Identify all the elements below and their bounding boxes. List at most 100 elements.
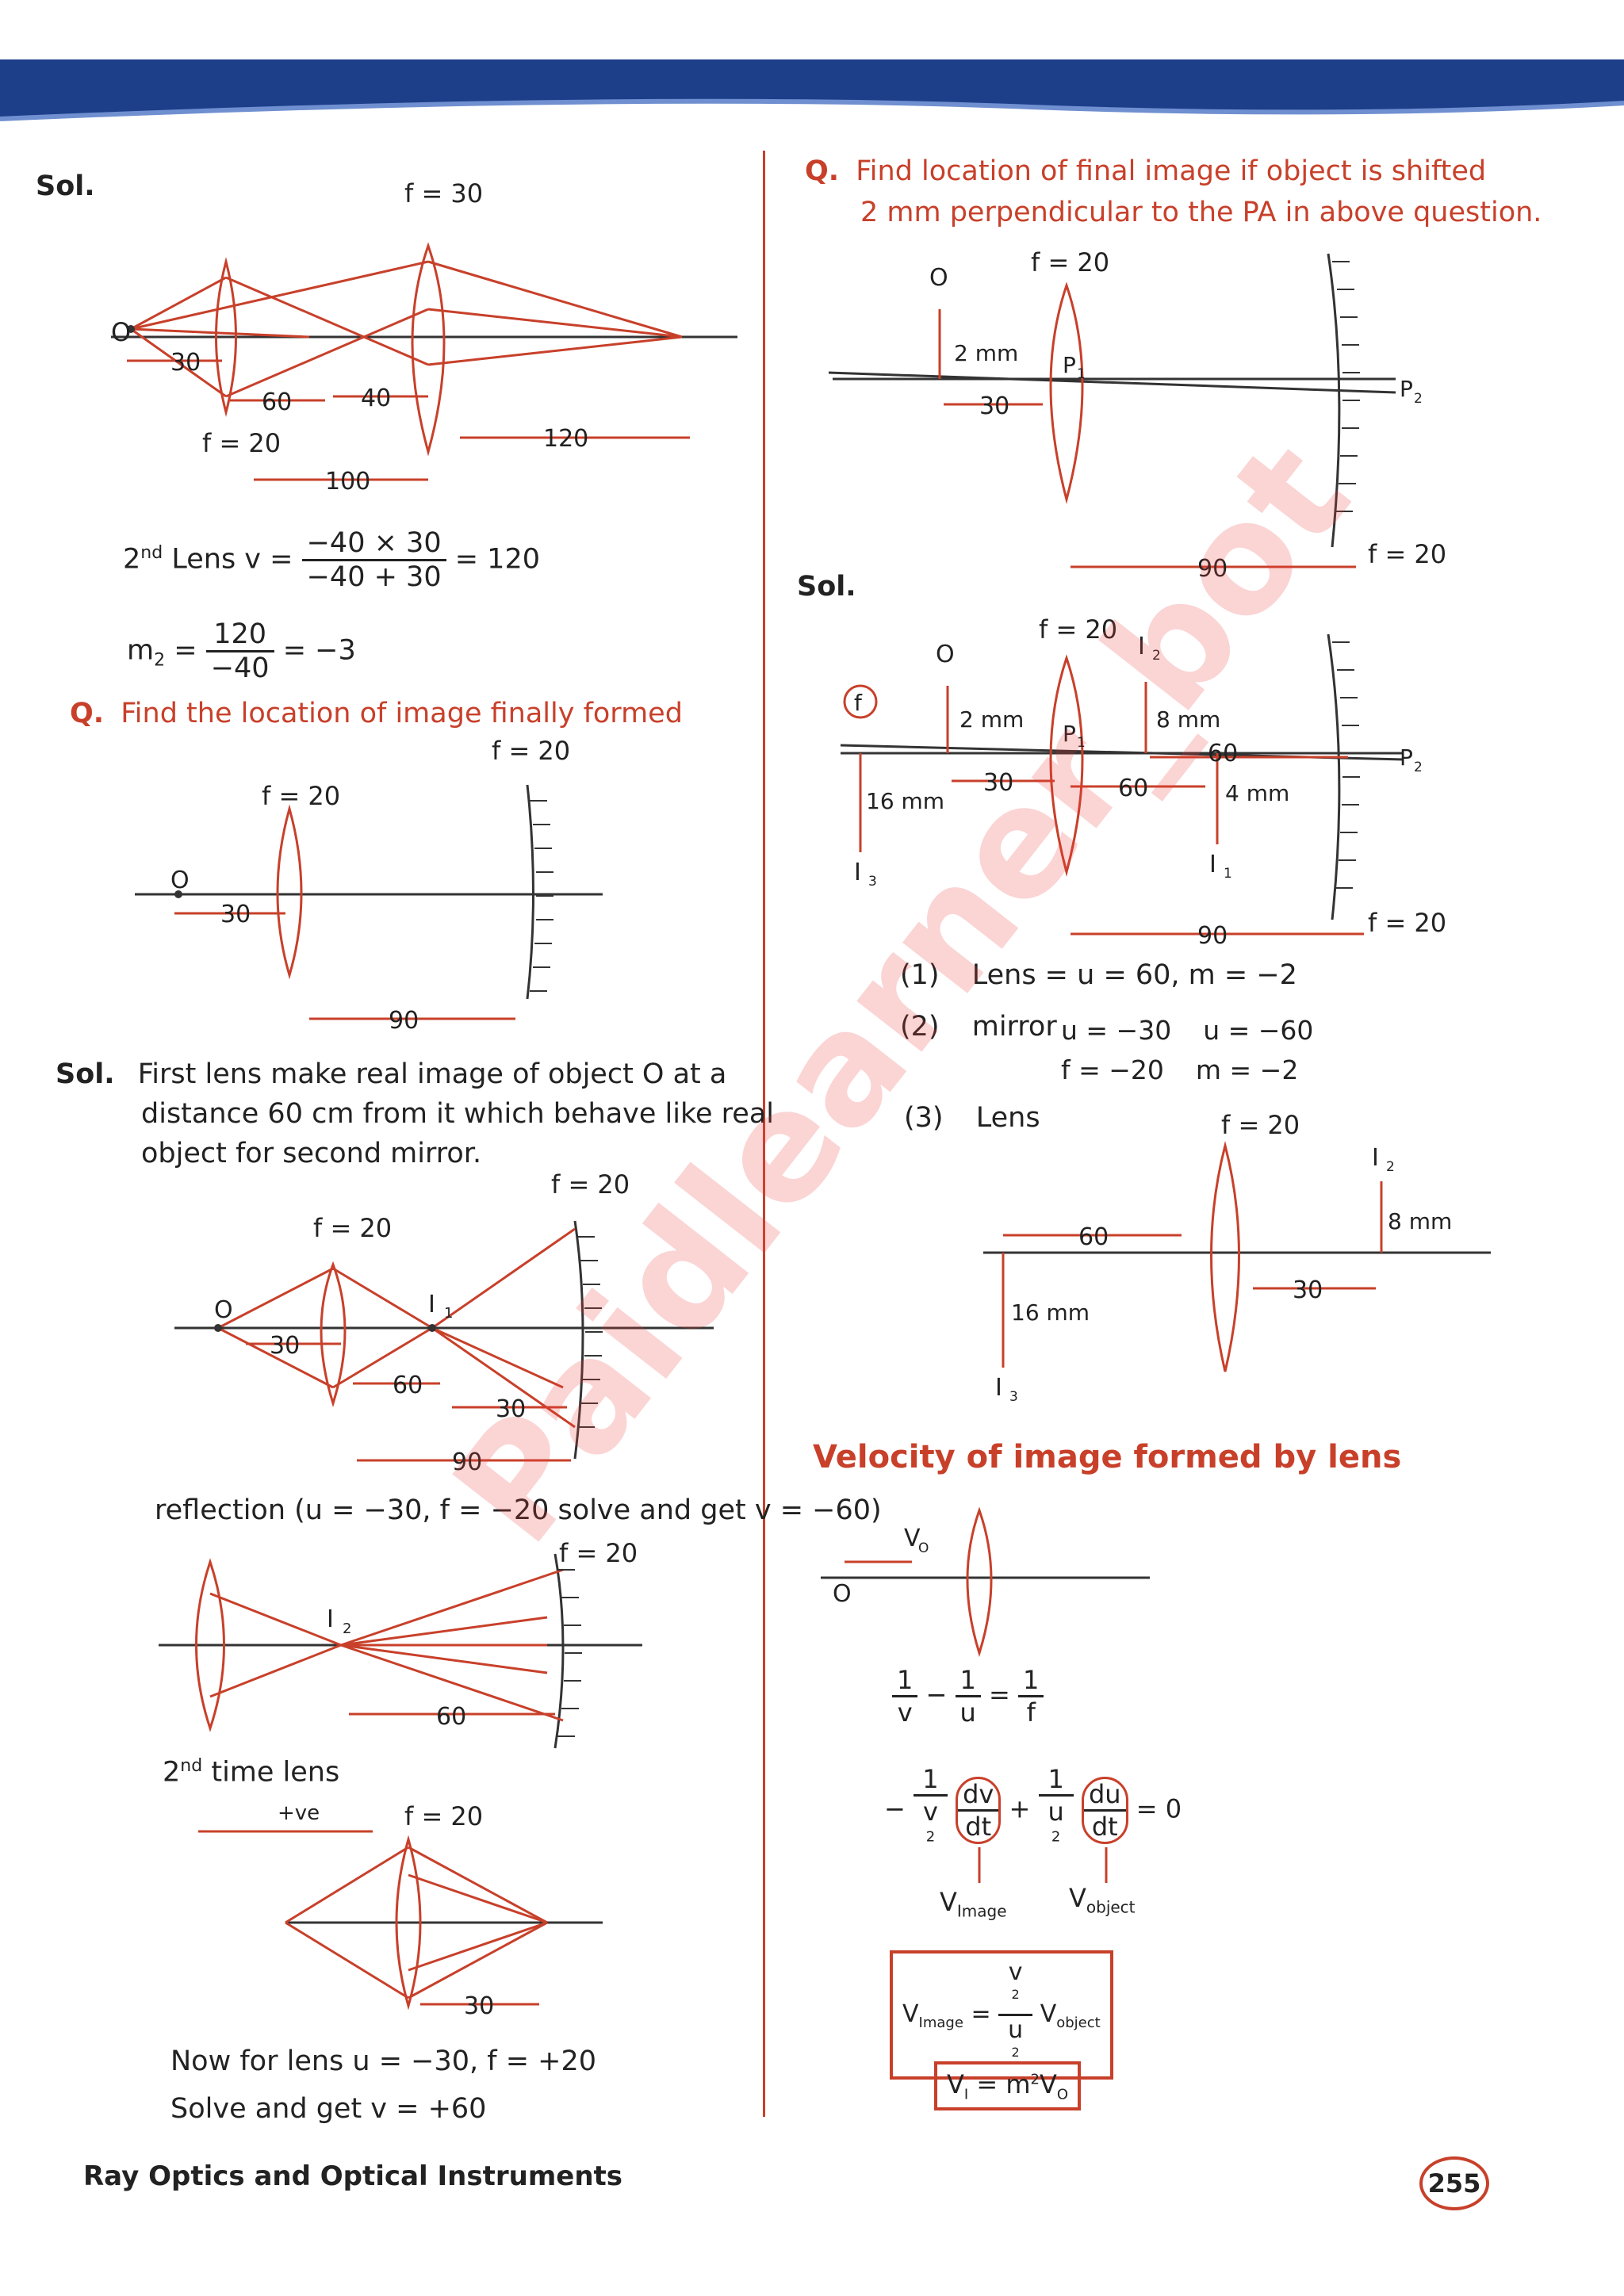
svg-text:2 mm: 2 mm [959,706,1024,733]
step-2: (2) mirror [900,1011,1057,1043]
velocity-arrows [978,1847,1108,1883]
lens-mirror-diagram: O 30 90 f = 20 f = 20 [135,737,603,1035]
svg-text:f = 20: f = 20 [1368,908,1446,938]
svg-text:I: I [428,1291,435,1318]
svg-text:2 mm: 2 mm [954,340,1018,366]
svg-text:90: 90 [1197,922,1228,950]
svg-text:f = 20: f = 20 [1221,1110,1300,1140]
svg-text:30: 30 [220,901,251,928]
svg-text:I: I [854,859,861,886]
svg-text:P: P [1400,744,1413,771]
svg-text:30: 30 [496,1395,526,1423]
svg-text:f = 20: f = 20 [404,1801,483,1831]
svg-text:f = 20: f = 20 [492,737,570,766]
svg-text:8 mm: 8 mm [1156,706,1220,733]
svg-text:f = 20: f = 20 [559,1538,638,1568]
svg-text:16 mm: 16 mm [866,788,944,814]
svg-text:f = 20: f = 20 [1368,539,1446,569]
svg-text:P: P [1400,376,1413,402]
v-object-label: Vobject [1069,1883,1136,1917]
second-lens-equation: 2nd Lens v = −40 × 30−40 + 30 = 120 [123,527,540,593]
svg-text:4 mm: 4 mm [1225,780,1289,806]
sol-right-diagram: f O 2 mm I 2 8 mm P 1 P 2 60 30 60 4 mm … [840,614,1446,950]
svg-text:f = 20: f = 20 [1039,614,1117,645]
footer-title: Ray Optics and Optical Instruments [83,2160,623,2192]
v-image-label: VImage [940,1887,1007,1921]
svg-text:+ve: +ve [278,1801,320,1825]
magnification-equation: m2 = 120−40 = −3 [127,618,356,684]
second-time-lens-diagram: +ve f = 20 30 [198,1801,603,2020]
svg-text:2: 2 [1414,391,1423,407]
two-lens-diagram: O 30 60 40 120 100 f = 30 f = 20 [111,178,737,496]
svg-text:O: O [929,264,948,292]
svg-text:I: I [327,1605,334,1633]
svg-text:16 mm: 16 mm [1011,1299,1090,1326]
svg-text:60: 60 [1208,740,1238,767]
sol-label: Sol. [36,170,95,202]
svg-text:2: 2 [1152,648,1161,664]
svg-text:3: 3 [868,874,877,890]
svg-text:90: 90 [452,1448,482,1476]
svg-text:I: I [1209,851,1216,878]
svg-text:60: 60 [262,388,292,416]
svg-text:1: 1 [444,1305,453,1322]
svg-text:8 mm: 8 mm [1388,1208,1452,1234]
velocity-diagram: V O O [821,1506,1150,1657]
header-band [0,59,1624,121]
svg-text:f = 20: f = 20 [262,781,340,811]
svg-text:O: O [170,867,190,894]
svg-text:2: 2 [1386,1159,1395,1175]
lens-third-diagram: f = 20 I 2 8 mm 60 30 16 mm I 3 [983,1110,1491,1405]
sol2-text: Sol. First lens make real image of objec… [56,1058,774,1169]
svg-text:90: 90 [389,1007,419,1035]
svg-text:30: 30 [1293,1276,1323,1304]
svg-text:I: I [1138,633,1145,660]
svg-text:30: 30 [979,392,1009,420]
svg-text:1: 1 [1077,735,1086,751]
svg-text:2: 2 [343,1621,351,1637]
velocity-heading: Velocity of image formed by lens [813,1439,1402,1475]
svg-text:2: 2 [1414,760,1423,775]
svg-text:90: 90 [1197,555,1228,583]
svg-text:40: 40 [361,385,391,412]
column-divider [763,151,765,2117]
shifted-object-diagram: O 2 mm P 1 P 2 30 90 f = 20 f = 20 [828,247,1446,583]
svg-text:1: 1 [1077,366,1086,382]
svg-text:I: I [1372,1144,1379,1172]
svg-text:P: P [1063,352,1076,378]
object-o: O [111,317,131,347]
svg-text:60: 60 [1118,775,1148,802]
svg-text:f = 20: f = 20 [1031,247,1109,277]
velocity-m-box: VI = m2VO [934,2061,1082,2111]
svg-text:f = 20: f = 20 [313,1213,392,1243]
reflection-text: reflection (u = −30, f = −20 solve and g… [155,1494,882,1526]
sol-right-label: Sol. [797,571,856,603]
svg-text:f: f [854,690,863,716]
svg-text:O: O [936,641,955,668]
svg-text:30: 30 [170,349,201,377]
step-1: (1) Lens = u = 60, m = −2 [900,959,1297,991]
page-number: 255 [1419,2156,1489,2210]
svg-text:V: V [904,1525,921,1552]
svg-text:30: 30 [464,1992,494,2020]
svg-text:60: 60 [436,1703,466,1731]
svg-text:120: 120 [543,425,588,453]
svg-text:O: O [918,1540,929,1556]
svg-text:O: O [833,1580,852,1608]
svg-text:100: 100 [325,468,370,496]
svg-text:P: P [1063,721,1076,747]
svg-text:30: 30 [270,1332,300,1360]
second-time-lens-label: 2nd time lens [163,1756,340,1789]
svg-text:60: 60 [1078,1223,1109,1251]
svg-text:f = 30: f = 30 [404,178,483,209]
svg-text:I: I [995,1374,1002,1402]
svg-text:f = 20: f = 20 [551,1169,630,1200]
image-formation-diagram: O I 1 30 60 30 90 f = 20 f = 20 [174,1169,714,1476]
step-3: (3) Lens [904,1102,1040,1134]
svg-text:3: 3 [1009,1389,1018,1405]
svg-text:f = 20: f = 20 [202,428,281,458]
